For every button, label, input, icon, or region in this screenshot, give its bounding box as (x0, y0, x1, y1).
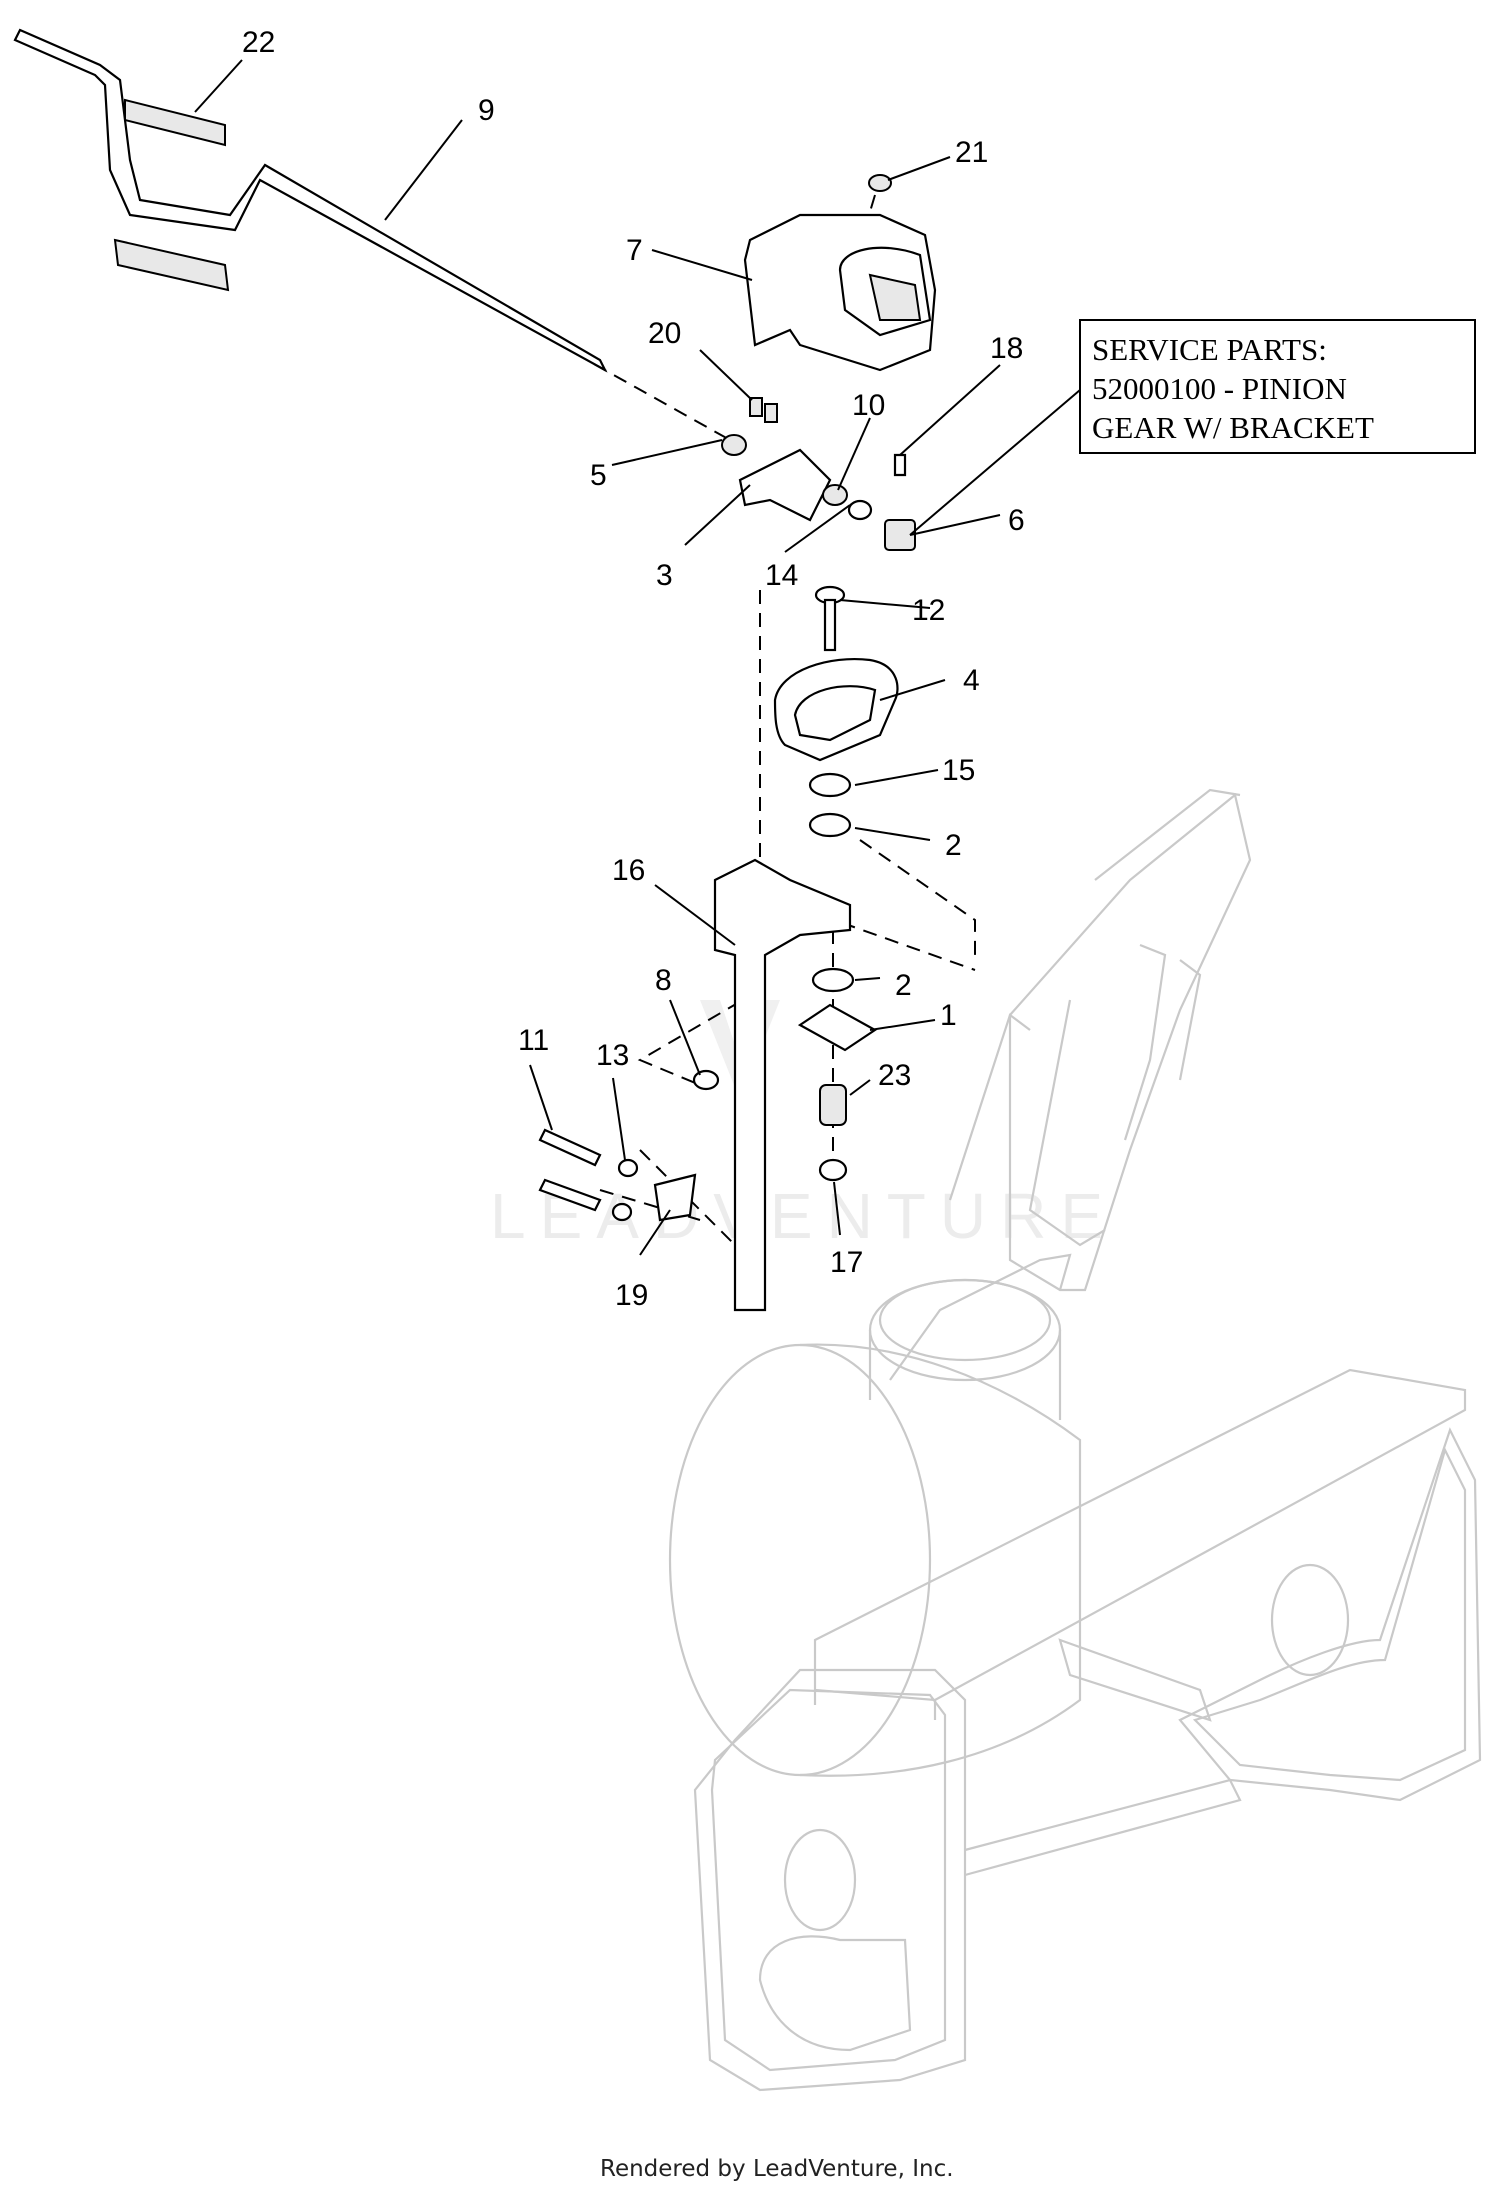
callout-20: 20 (648, 317, 681, 350)
callout-3: 3 (656, 559, 673, 592)
service-line-2: 52000100 - PINION (1092, 371, 1347, 406)
callout-10: 10 (852, 389, 885, 422)
callout-7: 7 (626, 234, 643, 267)
callout-15: 15 (942, 754, 975, 787)
plate-part-1 (797, 1003, 878, 1052)
pinion-gear-part-6 (884, 519, 916, 551)
callout-11: 11 (518, 1024, 549, 1057)
screw-part-21 (868, 174, 892, 192)
callout-23: 23 (878, 1059, 911, 1092)
washer-part-14 (847, 499, 873, 521)
screws-part-20 (749, 397, 778, 423)
bracket-part-3 (738, 448, 832, 522)
bracket-part-19 (653, 1173, 697, 1222)
spring-part-23 (819, 1084, 847, 1126)
callout-6: 6 (1008, 504, 1025, 537)
clip-part-18 (893, 453, 907, 477)
part-8 (692, 1069, 720, 1091)
service-line-3: GEAR W/ BRACKET (1092, 410, 1374, 445)
washer-part-15 (808, 772, 852, 798)
service-parts-box: SERVICE PARTS: 52000100 - PINION GEAR W/… (1079, 319, 1476, 454)
callout-2b: 2 (895, 969, 912, 1002)
washer-part-2-upper (808, 812, 852, 838)
chute-control-rod (13, 28, 608, 373)
gear-part-4 (773, 658, 899, 762)
callout-9: 9 (478, 94, 495, 127)
grip-insert (113, 238, 230, 292)
callout-17: 17 (830, 1246, 863, 1279)
bolts-part-11 (538, 1128, 602, 1212)
grip-part-22 (124, 98, 226, 147)
callout-5: 5 (590, 459, 607, 492)
callout-2a: 2 (945, 829, 962, 862)
footer-credit: Rendered by LeadVenture, Inc. (600, 2156, 954, 2182)
callout-21: 21 (955, 136, 988, 169)
chute-cover-part-7 (743, 213, 937, 372)
callout-14: 14 (765, 559, 798, 592)
callout-18: 18 (990, 332, 1023, 365)
callout-4: 4 (963, 664, 980, 697)
callout-19: 19 (615, 1279, 648, 1312)
watermark: LEADVENTURE (490, 1000, 1117, 1252)
washer-part-2-lower (811, 967, 855, 993)
pin-part-12 (814, 585, 846, 652)
callout-13: 13 (596, 1039, 629, 1072)
watermark-text: LEADVENTURE (490, 1180, 1117, 1252)
callout-16: 16 (612, 854, 645, 887)
mount-bracket-part-16 (713, 858, 852, 1312)
bushing-part-5 (721, 434, 747, 456)
leader-lines (194, 59, 1081, 1256)
washers-part-13 (611, 1158, 639, 1222)
service-line-1: SERVICE PARTS: (1092, 332, 1327, 367)
callout-1: 1 (940, 999, 957, 1032)
callout-8: 8 (655, 964, 672, 997)
nut-part-17 (818, 1158, 848, 1182)
callouts: 22 9 21 7 20 18 10 5 3 14 6 12 4 15 2 16… (242, 26, 1025, 1312)
part-10 (822, 484, 848, 506)
callout-22: 22 (242, 26, 275, 59)
callout-12: 12 (912, 594, 945, 627)
auger-housing-outline (668, 788, 1482, 2092)
